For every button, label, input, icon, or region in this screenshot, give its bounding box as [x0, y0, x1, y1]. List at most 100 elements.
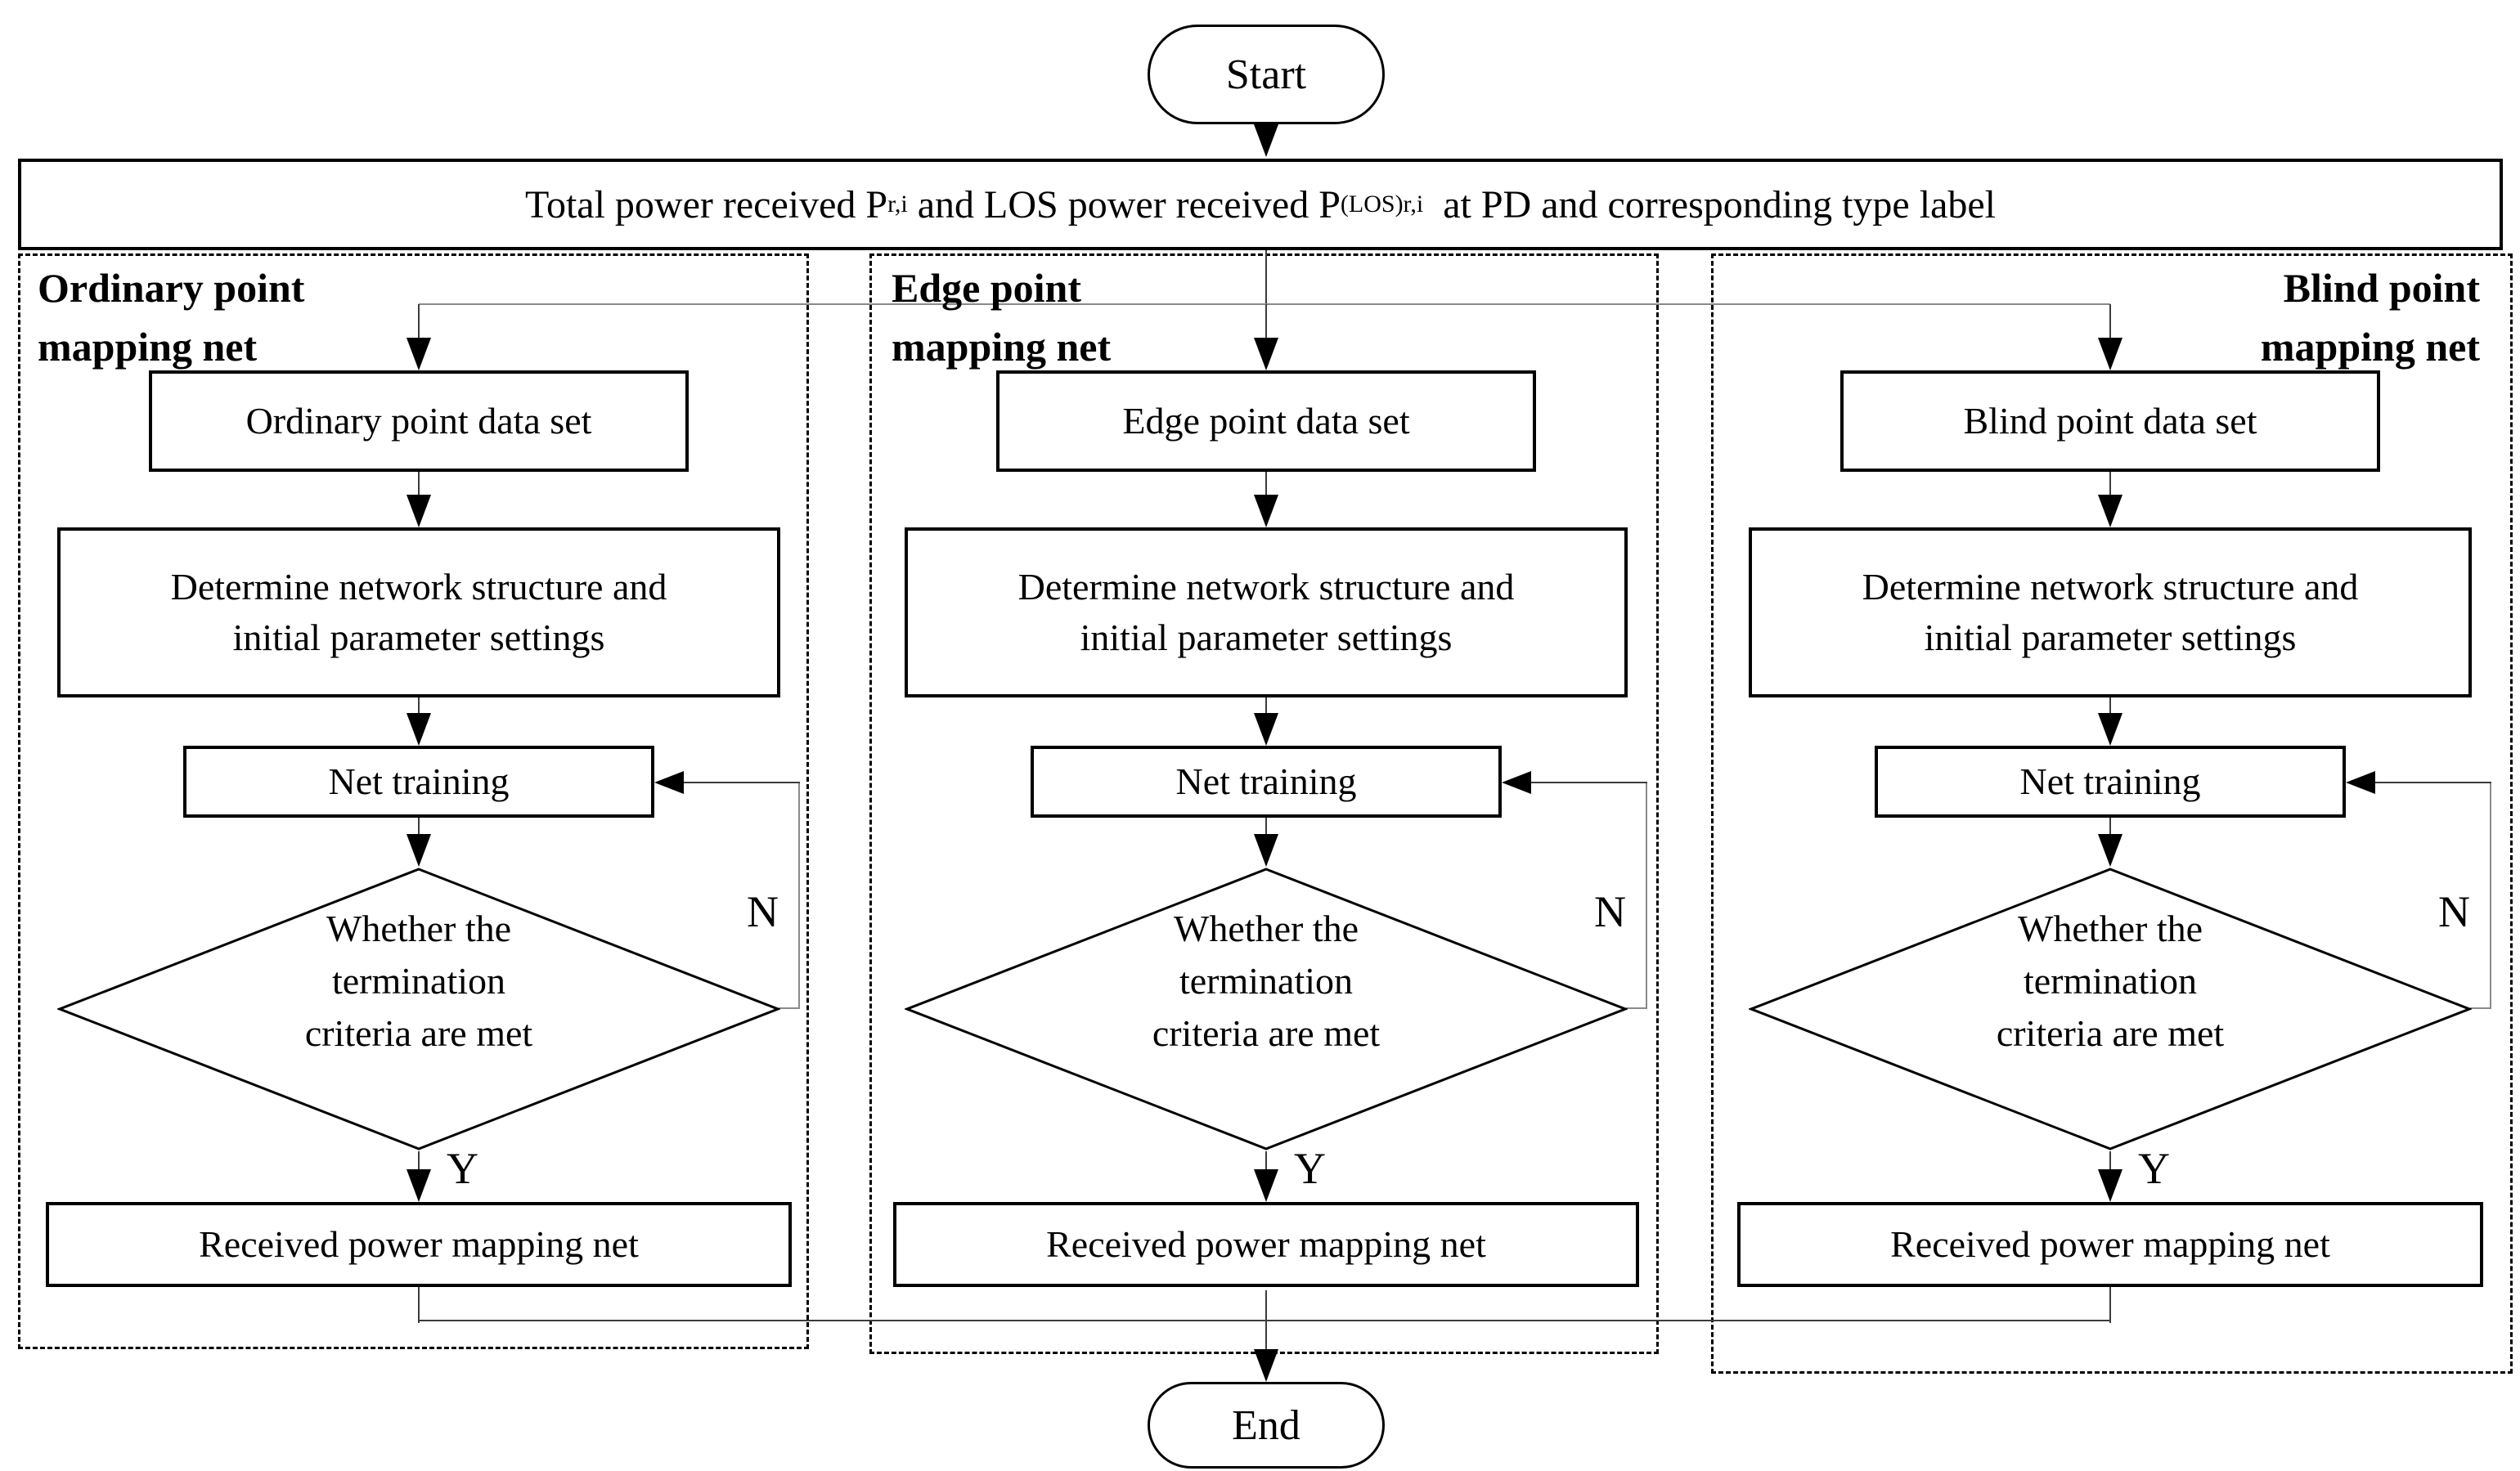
arrowhead-icon [1254, 834, 1278, 867]
result-label: Received power mapping net [1890, 1223, 2330, 1265]
net-training-label: Net training [328, 760, 510, 802]
result-label: Received power mapping net [199, 1223, 639, 1265]
ordinary-group-header: Ordinary point mapping net [38, 258, 304, 376]
header-line: mapping net [892, 324, 1112, 370]
arrowhead-icon [1254, 338, 1278, 370]
decision-diamond [57, 868, 780, 1150]
decision-diamond [1749, 868, 2472, 1150]
dataset-box: Edge point data set [996, 370, 1536, 472]
structure-label-line2: initial parameter settings [232, 617, 605, 658]
decision-label-line2: termination [1179, 960, 1354, 1002]
branch-merge-line [419, 1320, 2110, 1321]
input-to-branch-connector [1265, 250, 1267, 340]
header-line: mapping net [2260, 324, 2480, 370]
connector-line [1265, 304, 1267, 340]
dataset-label: Edge point data set [1122, 400, 1410, 442]
arrowhead-icon [1254, 1169, 1278, 1202]
start-label: Start [1225, 51, 1307, 98]
input-text-subscript: r,i [887, 191, 908, 218]
arrowhead-icon [1254, 495, 1278, 527]
connector-line [418, 818, 420, 837]
no-branch-stub-line [2470, 1007, 2491, 1009]
connector-line [2109, 818, 2111, 837]
decision-label-line3: criteria are met [304, 1012, 533, 1054]
connector-line [1265, 1151, 1267, 1174]
decision-label-line3: criteria are met [1996, 1012, 2225, 1054]
dataset-box: Blind point data set [1840, 370, 2380, 472]
decision-diamond-shape [1749, 868, 2472, 1150]
no-branch-arrowhead-icon [1502, 771, 1531, 794]
dataset-label: Ordinary point data set [245, 400, 592, 442]
start-terminal: Start [1148, 25, 1385, 124]
no-branch-stub-line [1626, 1007, 1647, 1009]
decision-label: Whether the termination criteria are met [1865, 903, 2356, 1060]
header-line: Edge point [892, 265, 1082, 311]
no-branch-vertical-line [2490, 782, 2491, 1009]
connector-line [418, 304, 420, 340]
connector-line [2109, 472, 2111, 498]
connector-line [1265, 697, 1267, 717]
net-training-box: Net training [1031, 746, 1502, 818]
structure-label-line1: Determine network structure and [1017, 566, 1515, 608]
no-branch-arrowhead-icon [2346, 771, 2375, 794]
no-branch-label: N [1594, 887, 1626, 936]
result-box: Received power mapping net [1737, 1202, 2483, 1287]
header-line: mapping net [38, 324, 258, 370]
input-text-segment: and LOS power received P [907, 182, 1341, 226]
decision-label-line1: Whether the [1173, 908, 1359, 949]
decision-diamond-shape [905, 868, 1628, 1150]
arrowhead-icon [407, 713, 431, 746]
merge-to-end-connector [1265, 1290, 1267, 1352]
yes-branch-label: Y [2138, 1144, 2170, 1193]
result-merge-connector [2109, 1287, 2111, 1323]
result-box: Received power mapping net [46, 1202, 792, 1287]
branch-split-line [419, 303, 2110, 305]
decision-label-line3: criteria are met [1152, 1012, 1381, 1054]
decision-label-line2: termination [331, 960, 506, 1002]
result-box: Received power mapping net [893, 1202, 1639, 1287]
net-training-label: Net training [2019, 760, 2201, 802]
decision-label-line2: termination [2023, 960, 2198, 1002]
decision-label-line1: Whether the [326, 908, 512, 949]
connector-line [418, 697, 420, 717]
structure-label-line2: initial parameter settings [1080, 617, 1453, 658]
structure-label-line1: Determine network structure and [170, 566, 667, 608]
connector-line [1265, 472, 1267, 498]
no-branch-vertical-line [798, 782, 800, 1009]
arrowhead-icon [407, 1169, 431, 1202]
net-training-box: Net training [183, 746, 654, 818]
connector-line [2109, 1151, 2111, 1174]
dataset-label: Blind point data set [1963, 400, 2257, 442]
arrowhead-icon [407, 495, 431, 527]
dataset-box: Ordinary point data set [149, 370, 689, 472]
net-training-box: Net training [1875, 746, 2346, 818]
connector-line [2109, 697, 2111, 717]
no-branch-label: N [2438, 887, 2470, 936]
decision-label-line1: Whether the [2017, 908, 2203, 949]
net-training-label: Net training [1175, 760, 1357, 802]
decision-label: Whether the termination criteria are met [173, 903, 664, 1060]
connector-line [418, 1151, 420, 1174]
input-text-segment: Total power received P [524, 182, 888, 226]
arrowhead-icon [2098, 338, 2122, 370]
arrowhead-icon [2098, 834, 2122, 867]
blind-group-header: Blind point mapping net [2071, 258, 2480, 376]
no-branch-label: N [747, 887, 779, 936]
no-branch-return-line [1528, 782, 1647, 783]
result-label: Received power mapping net [1046, 1223, 1486, 1265]
decision-diamond-shape [57, 868, 780, 1150]
connector-line [2109, 304, 2111, 340]
arrowhead-icon [2098, 495, 2122, 527]
ordinary-point-group-container [18, 253, 809, 1349]
arrowhead-icon [2098, 713, 2122, 746]
arrowhead-icon [1254, 713, 1278, 746]
result-merge-connector [418, 1287, 420, 1323]
end-label: End [1232, 1401, 1300, 1449]
structure-settings-box: Determine network structure and initial … [57, 527, 780, 697]
structure-settings-box: Determine network structure and initial … [905, 527, 1628, 697]
